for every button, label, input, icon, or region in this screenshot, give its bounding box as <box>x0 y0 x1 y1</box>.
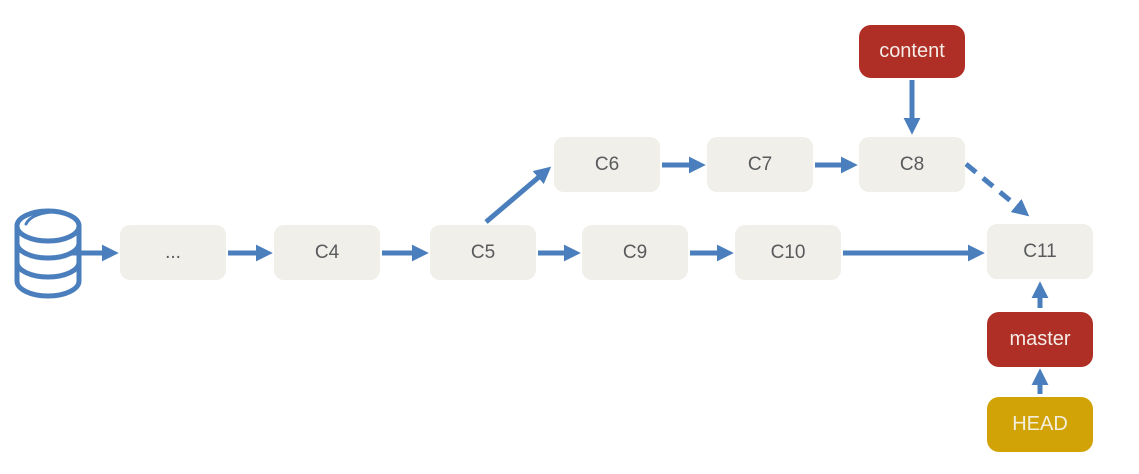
commit-node-c9: C9 <box>582 225 688 280</box>
commit-node-c4: C4 <box>274 225 380 280</box>
ref-node-content: content <box>859 25 965 78</box>
commit-node-c6: C6 <box>554 137 660 192</box>
ref-node-head: HEAD <box>987 397 1093 452</box>
commit-node-c5: C5 <box>430 225 536 280</box>
commit-node-c8: C8 <box>859 137 965 192</box>
arrow-c8-to-c11-merge <box>964 162 1030 217</box>
commit-node-c10: C10 <box>735 225 841 280</box>
commit-node-c11: C11 <box>987 224 1093 279</box>
commit-node-c7: C7 <box>707 137 813 192</box>
ref-node-master: master <box>987 312 1093 367</box>
database-icon <box>14 208 82 299</box>
arrow-c5-to-c6 <box>484 166 552 224</box>
commit-node-ellipsis: ... <box>120 225 226 280</box>
